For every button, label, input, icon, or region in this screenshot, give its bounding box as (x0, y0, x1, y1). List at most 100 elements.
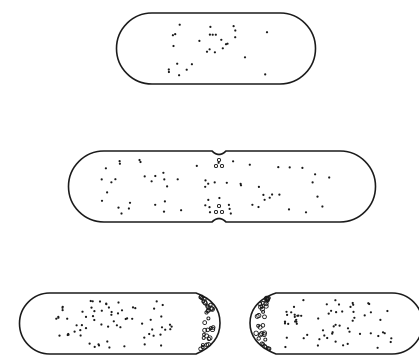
stage-single-cell (117, 13, 316, 84)
granule-dot (359, 333, 361, 335)
granule-dot (278, 194, 280, 196)
granule-dot (314, 173, 316, 175)
granule-dot (177, 178, 179, 180)
polar-granule (263, 315, 267, 319)
granule-dot (322, 329, 324, 331)
granule-dot (198, 40, 200, 42)
granule-dot (334, 299, 336, 301)
granule-dot (89, 343, 91, 345)
granule-dot (176, 63, 178, 65)
left-daughter-outline (19, 293, 220, 354)
granule-dot (284, 321, 286, 323)
granule-dot (92, 315, 94, 317)
cell-outline (117, 13, 316, 84)
granule-dot (377, 347, 379, 349)
granule-dot (144, 343, 146, 345)
granule-dot (151, 180, 153, 182)
granule-dot (379, 319, 381, 321)
granule-dot (90, 300, 92, 302)
granule-dot (386, 310, 388, 312)
polar-granule (207, 317, 210, 320)
granule-dot (300, 315, 302, 317)
granule-dot (390, 341, 392, 343)
granule-dot (132, 306, 134, 308)
granule-dot (364, 314, 366, 316)
polar-granule (203, 321, 207, 325)
granule-dot (159, 334, 161, 336)
granule-dot (178, 74, 180, 76)
granule-dot (161, 326, 163, 328)
granule-dot (229, 208, 231, 210)
granule-dot (287, 323, 289, 325)
granule-dot (117, 207, 119, 209)
granule-dot (230, 212, 232, 214)
polar-granule (262, 343, 265, 346)
granule-dot (215, 34, 217, 36)
granule-dot (352, 311, 354, 313)
granule-dot (262, 194, 264, 196)
granule-dot (302, 299, 304, 301)
granule-dot (269, 197, 271, 199)
septum-granules (214, 158, 223, 213)
granule-dot (257, 206, 259, 208)
granule-dot (90, 307, 92, 309)
granule-dot (328, 176, 330, 178)
granule-dot (233, 25, 235, 27)
granule-dot (174, 33, 176, 35)
granule-dot (328, 313, 330, 315)
granule-dot (285, 311, 287, 313)
granule-dot (335, 324, 337, 326)
granule-dot (209, 211, 211, 213)
granule-dot (168, 68, 170, 70)
granule-dot (110, 181, 112, 183)
granule-dot (160, 344, 162, 346)
granule-dot (218, 197, 220, 199)
granule-dot (208, 206, 210, 208)
dividing-cell-outline (68, 151, 375, 222)
granule-dot (212, 34, 214, 36)
left-cell-granules (55, 300, 173, 349)
granule-dot (286, 337, 288, 339)
granule-dot (214, 181, 216, 183)
granule-dot (148, 333, 150, 335)
granule-dot (207, 199, 209, 201)
granule-dot (317, 317, 319, 319)
granule-dot (191, 63, 193, 65)
granule-dot (218, 162, 220, 164)
granule-dot (204, 204, 206, 206)
granule-dot (204, 186, 206, 188)
granule-dot (120, 212, 122, 214)
septum-granule (220, 164, 223, 167)
granule-dot (377, 335, 379, 337)
granule-dot (290, 311, 292, 313)
granule-dot (119, 326, 121, 328)
granule-dot (312, 181, 314, 183)
granule-dot (58, 335, 60, 337)
granule-dot (207, 183, 209, 185)
granule-dot (55, 318, 57, 320)
granule-dot (220, 39, 222, 41)
granule-dot (85, 316, 87, 318)
granule-dot (294, 320, 296, 322)
granule-dot (209, 34, 211, 36)
right-cell-granules (284, 299, 393, 349)
granule-dot (331, 333, 333, 335)
granule-dot (349, 306, 351, 308)
granule-dot (390, 337, 392, 339)
polar-granule (264, 338, 267, 341)
granule-dot (164, 200, 166, 202)
septum-granule (214, 210, 217, 213)
granule-dot (97, 343, 99, 345)
granule-dot (172, 45, 174, 47)
granule-dot (222, 47, 224, 49)
granule-dot (347, 343, 349, 345)
granule-dot (113, 320, 115, 322)
granule-dot (93, 319, 95, 321)
granule-dot (179, 24, 181, 26)
granule-dot (226, 43, 228, 45)
granule-dot (79, 329, 81, 331)
granule-dot (180, 209, 182, 211)
septum-granule (220, 210, 223, 213)
granule-dot (303, 337, 305, 339)
granule-dot (141, 323, 143, 325)
